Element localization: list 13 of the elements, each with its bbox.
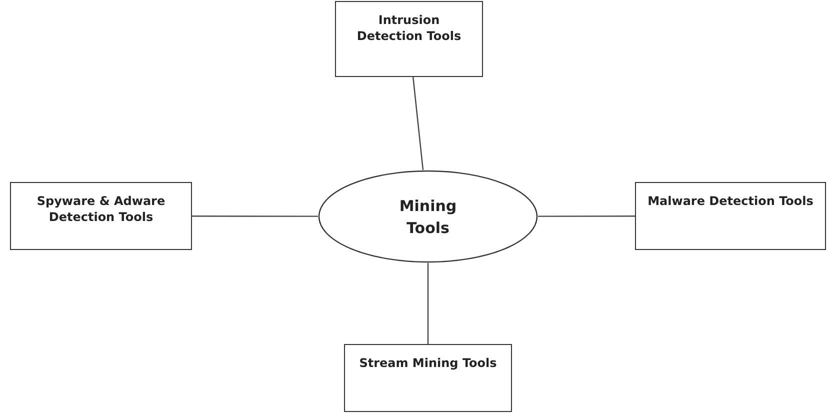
node-label: Spyware & Adware Detection Tools [36, 193, 166, 225]
process-box [335, 1, 483, 77]
process-box [635, 182, 826, 250]
connector-line [192, 216, 318, 217]
connector-line [538, 216, 635, 217]
process-box [10, 182, 192, 250]
node-label: Stream Mining Tools [359, 355, 497, 371]
node-label: Mining Tools [398, 196, 458, 238]
connector-line [427, 263, 429, 344]
connector-line [412, 76, 424, 170]
process-box [344, 344, 512, 412]
node-label: Malware Detection Tools [648, 193, 814, 209]
node-label: Intrusion Detection Tools [356, 12, 462, 44]
